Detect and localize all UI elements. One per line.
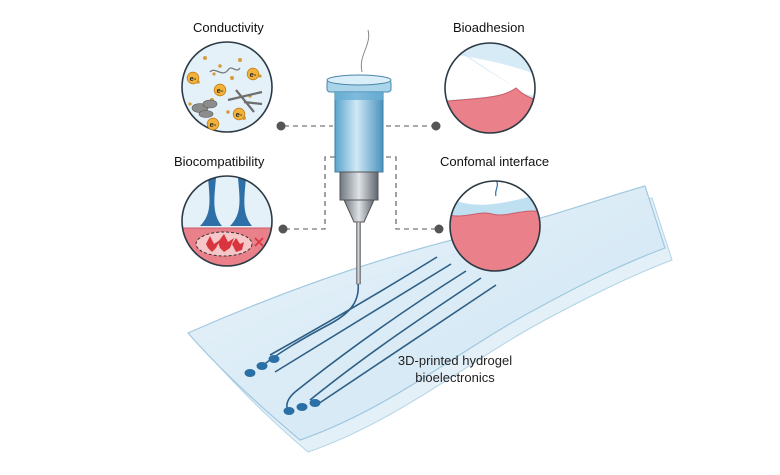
trace-5 — [309, 277, 482, 401]
electrode-pad — [268, 355, 280, 363]
cell-cluster-icon — [206, 234, 244, 252]
syringe-barrel-band — [335, 92, 383, 100]
connector-conformal — [386, 156, 437, 230]
electrode-pad — [256, 362, 268, 370]
inset-circle — [181, 175, 273, 267]
trace-1 — [261, 281, 360, 367]
electron-label: e- — [217, 86, 224, 95]
electron-icon: e- — [232, 107, 246, 121]
conformal-interface-inset — [449, 180, 541, 272]
inset-circle — [449, 180, 541, 272]
biocompatibility-inset — [181, 175, 273, 267]
electrode-pad — [309, 399, 321, 407]
caption-line-2: bioelectronics — [415, 370, 495, 385]
electrode-pad — [296, 403, 308, 411]
inset-circle — [181, 41, 273, 133]
dot-biocompatibility — [278, 224, 288, 234]
syringe-wire — [360, 29, 370, 73]
electron-icon: e- — [213, 83, 227, 97]
label-conformal-interface: Confomal interface — [440, 154, 550, 169]
inset-circle — [444, 42, 536, 134]
syringe-cap-top — [326, 74, 392, 86]
electron-label: e- — [210, 120, 217, 129]
bioadhesion-inset — [444, 42, 536, 134]
electrode-pads — [244, 355, 321, 415]
printed-traces — [261, 256, 497, 411]
syringe-barrel — [334, 91, 384, 173]
syringe-metal-hub — [339, 171, 379, 201]
label-conductivity: Conductivity — [193, 20, 264, 35]
electron-icon: e- — [206, 117, 220, 131]
sheet-front-layer — [187, 185, 666, 441]
syringe-taper — [343, 199, 375, 223]
caption-line-1: 3D-printed hydrogel — [397, 353, 513, 368]
caption: 3D-printed hydrogel bioelectronics — [385, 352, 525, 386]
label-biocompatibility: Biocompatibility — [174, 154, 265, 169]
dot-conformal — [434, 224, 444, 234]
electrode-pad — [244, 369, 256, 377]
syringe-icon — [326, 29, 392, 285]
cell-cluster-icon — [191, 99, 218, 118]
trace-2 — [269, 256, 438, 356]
electron-label: e- — [236, 110, 243, 119]
electron-label: e- — [250, 70, 257, 79]
electron-icon: e- — [246, 67, 260, 81]
dot-bioadhesion — [431, 121, 441, 131]
electron-icon: e- — [186, 71, 200, 85]
conductivity-inset: e- e- e- e- e- — [181, 41, 273, 133]
syringe-needle — [356, 221, 361, 285]
connector-biocompatibility — [285, 156, 336, 230]
trace-3 — [274, 263, 452, 373]
connector-dots — [276, 121, 444, 234]
dashed-connectors — [284, 125, 437, 230]
electrode-pad — [283, 407, 295, 415]
label-bioadhesion: Bioadhesion — [453, 20, 525, 35]
trace-6 — [317, 284, 497, 405]
electron-label: e- — [190, 74, 197, 83]
dot-conductivity — [276, 121, 286, 131]
cross-icon — [254, 237, 264, 247]
trace-4 — [286, 270, 467, 411]
